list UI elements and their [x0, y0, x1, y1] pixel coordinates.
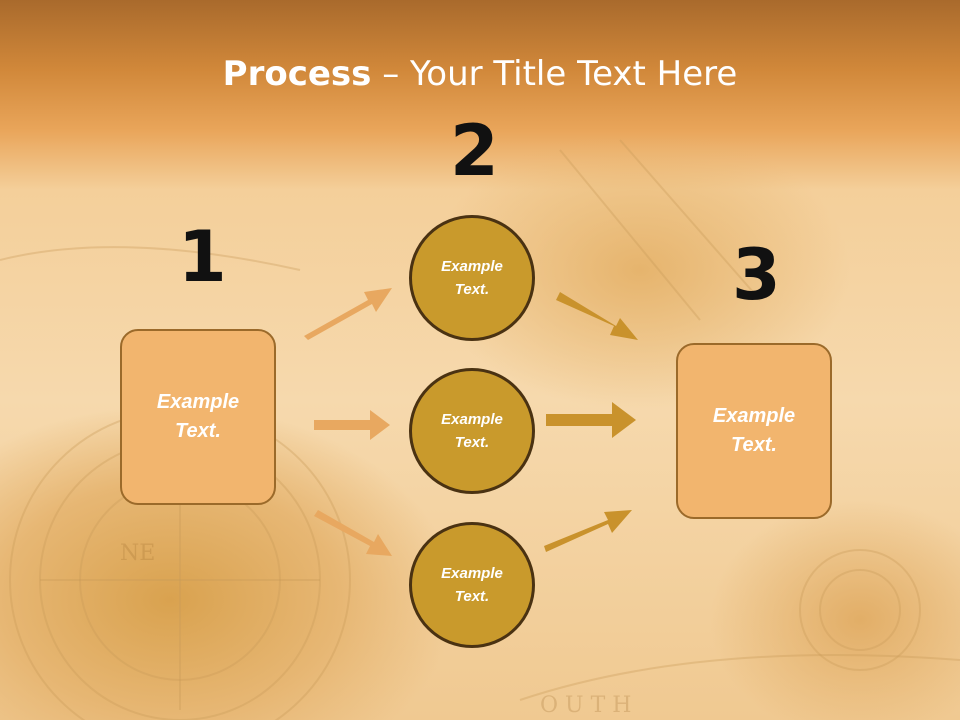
compass-ne-mark: NE: [120, 541, 155, 566]
arrow-left-mid: [314, 410, 390, 440]
arrow-right-mid: [546, 402, 636, 438]
circle-top-line1: Example: [441, 258, 503, 275]
arrow-left-down: [314, 510, 392, 556]
circle-bottom[interactable]: Example Text.: [409, 522, 535, 648]
circle-bottom-line2: Text.: [454, 588, 490, 605]
left-box-line1: Example: [156, 391, 240, 413]
title-bold: Process: [222, 54, 372, 94]
circle-middle-line2: Text.: [454, 434, 490, 451]
right-box-line1: Example: [712, 405, 796, 427]
arrow-left-up: [304, 288, 392, 340]
left-text-box[interactable]: Example Text.: [120, 329, 276, 505]
arrow-right-down: [556, 292, 638, 340]
slide-title: Process – Your Title Text Here: [0, 52, 960, 96]
circle-bottom-line1: Example: [441, 565, 503, 582]
step-number-1: 1: [178, 216, 227, 298]
right-text-box[interactable]: Example Text.: [676, 343, 832, 519]
step-number-3: 3: [732, 234, 781, 316]
arrow-right-up: [544, 510, 632, 552]
circle-middle-line1: Example: [441, 411, 503, 428]
left-box-line2: Text.: [175, 420, 221, 442]
title-dash: –: [371, 54, 411, 94]
right-box-line2: Text.: [731, 434, 777, 456]
circle-middle[interactable]: Example Text.: [409, 368, 535, 494]
title-rest: Your Title Text Here: [410, 54, 738, 94]
step-number-2: 2: [450, 110, 499, 192]
map-south-mark: O U T H: [540, 693, 631, 718]
circle-top[interactable]: Example Text.: [409, 215, 535, 341]
circle-top-line2: Text.: [454, 281, 490, 298]
